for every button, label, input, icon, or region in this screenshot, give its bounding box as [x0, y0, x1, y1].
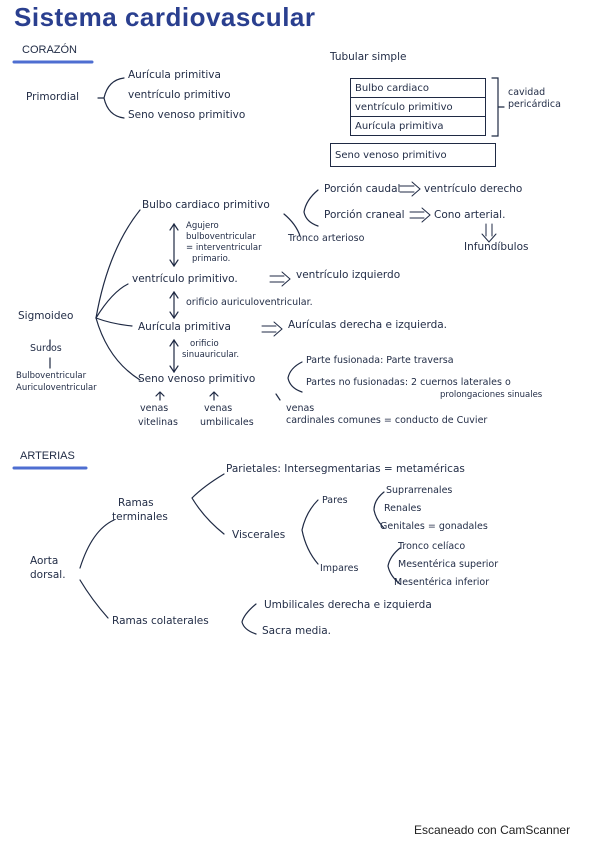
agujero-line: = interventricular: [186, 243, 262, 253]
surco-name: Bulboventricular: [16, 371, 87, 381]
agujero-line: primario.: [192, 254, 231, 264]
tubular-box: ventrículo primitivo: [350, 97, 486, 117]
auricula-label: Aurícula primitiva: [138, 321, 231, 333]
partes-no-fusionadas: Partes no fusionadas: 2 cuernos laterale…: [306, 377, 511, 388]
tronco-arterioso: Tronco arterioso: [288, 233, 365, 244]
surcos-label: Surcos: [30, 343, 62, 354]
ventriculo-izquierdo: ventrículo izquierdo: [296, 269, 401, 281]
cono-arterial: Cono arterial.: [434, 209, 506, 221]
venas-label: venas: [204, 403, 233, 414]
ventriculo-label: ventrículo primitivo.: [132, 273, 238, 285]
aorta-label: Aorta: [30, 555, 59, 567]
primordial-label: Primordial: [26, 91, 80, 103]
impares-item: Tronco celíaco: [398, 541, 466, 552]
prolongaciones: prolongaciones sinuales: [440, 390, 543, 400]
pares-item: Renales: [384, 503, 422, 514]
scanner-watermark: Escaneado con CamScanner: [414, 823, 571, 837]
ventriculo-derecho: ventrículo derecho: [424, 183, 523, 195]
agujero-line: Agujero: [186, 221, 219, 231]
orificio-sinu: orificio: [190, 339, 219, 349]
colaterales-item: Umbilicales derecha e izquierda: [264, 599, 432, 611]
venas-label: venas: [286, 403, 315, 414]
pares-label: Pares: [322, 495, 348, 506]
ramas-terminales: Ramas: [118, 497, 154, 509]
impares-item: Mesentérica superior: [398, 559, 499, 570]
tubular-outside-box: Seno venoso primitivo: [330, 143, 496, 167]
agujero-line: bulboventricular: [186, 232, 256, 242]
bracket-label: cavidad: [508, 87, 546, 98]
heading-arterias: ARTERIAS: [20, 450, 75, 462]
tubular-label: Tubular simple: [330, 51, 407, 63]
surco-name: Auriculoventricular: [16, 383, 97, 393]
impares-item: Mesentérica inferior: [394, 577, 490, 588]
pares-item: Genitales = gonadales: [380, 521, 488, 532]
ramas-colaterales: Ramas colaterales: [112, 615, 209, 627]
bulbo-label: Bulbo cardiaco primitivo: [142, 199, 270, 211]
primordial-item: ventrículo primitivo: [128, 89, 231, 101]
seno-label: Seno venoso primitivo: [138, 373, 256, 385]
bracket-label: pericárdica: [508, 99, 561, 110]
porcion-craneal: Porción craneal: [324, 209, 405, 221]
impares-label: Impares: [320, 563, 359, 574]
infundibulos: Infundíbulos: [464, 241, 529, 253]
orificio-sinu: sinuauricular.: [182, 350, 240, 360]
primordial-item: Aurícula primitiva: [128, 69, 221, 81]
pares-item: Suprarrenales: [386, 485, 453, 496]
primordial-item: Seno venoso primitivo: [128, 109, 246, 121]
page-title: Sistema cardiovascular: [14, 2, 316, 32]
parte-fusionada: Parte fusionada: Parte traversa: [306, 355, 454, 366]
venas-name: cardinales comunes = conducto de Cuvier: [286, 415, 488, 426]
parietales: Parietales: Intersegmentarias = metaméri…: [226, 463, 465, 475]
venas-name: vitelinas: [138, 417, 178, 428]
porcion-caudal: Porción caudal: [324, 183, 401, 195]
sigmoideo-label: Sigmoideo: [18, 310, 74, 322]
venas-name: umbilicales: [200, 417, 254, 428]
orificio-av: orificio auriculoventricular.: [186, 297, 313, 308]
aorta-label: dorsal.: [30, 569, 66, 581]
colaterales-item: Sacra media.: [262, 625, 332, 637]
heading-corazon: CORAZÓN: [22, 44, 77, 56]
venas-label: venas: [140, 403, 169, 414]
tubular-box: Bulbo cardiaco: [350, 78, 486, 98]
tubular-box: Aurícula primitiva: [350, 116, 486, 136]
auriculas-label: Aurículas derecha e izquierda.: [288, 319, 448, 331]
viscerales: Viscerales: [232, 529, 286, 541]
ramas-terminales: terminales: [112, 511, 168, 523]
